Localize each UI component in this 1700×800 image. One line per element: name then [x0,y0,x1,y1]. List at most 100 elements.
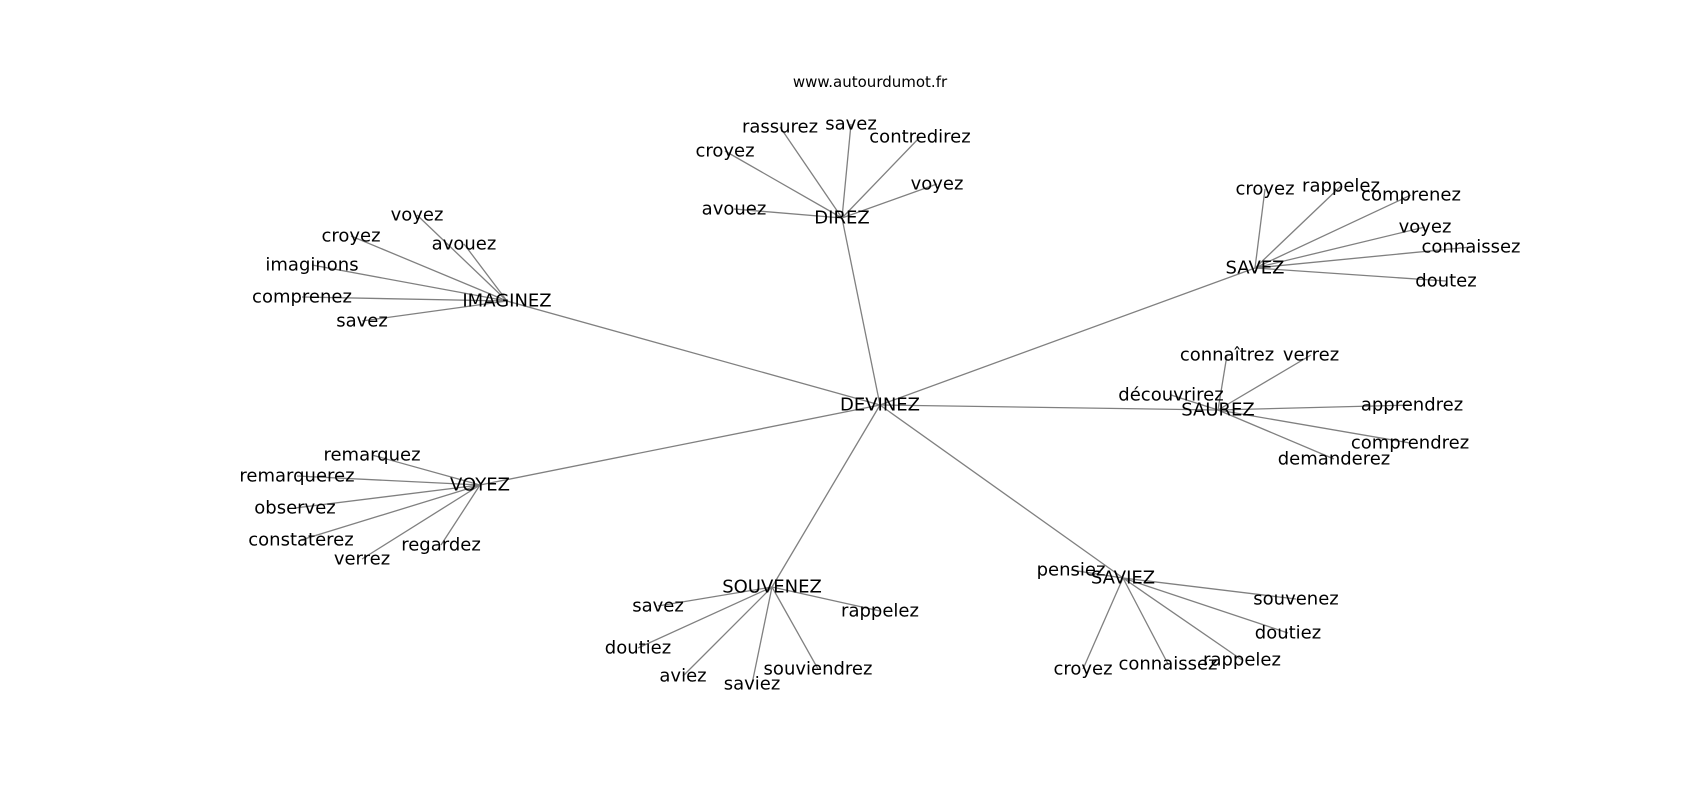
leaf-node-label: doutez [1415,271,1476,292]
edge-center-to-hub [841,217,881,406]
leaf-node-label: croyez [695,141,754,162]
edge-hub-to-leaf [1122,577,1169,665]
edge-hub-to-leaf [771,586,881,612]
edge-center-to-hub [771,404,881,588]
edge-hub-to-leaf [682,586,773,677]
edge-center-to-hub [479,404,881,486]
leaf-node-label: apprendrez [1361,395,1463,416]
edge-hub-to-leaf [1217,409,1335,460]
leaf-node-label: constaterez [248,530,353,551]
edge-hub-to-leaf [841,136,921,219]
edge-hub-to-leaf [1122,577,1243,661]
leaf-node-label: rappelez [1203,650,1281,671]
leaf-node-label: remarquez [323,445,420,466]
edge-hub-to-leaf [300,484,481,541]
edge-hub-to-leaf [637,586,773,649]
graph-labels: DEVINEZ DIREZ rassurez savez croyez contredir… [239,114,1520,695]
leaf-node-label: avouez [432,234,497,255]
center-node-label: DEVINEZ [840,395,920,416]
edge-hub-to-leaf [463,243,508,302]
leaf-node-label: doutiez [605,638,671,659]
leaf-node-label: connaissez [1421,237,1520,258]
edge-hub-to-leaf [733,208,843,219]
edge-hub-to-leaf [1254,188,1266,269]
edge-hub-to-leaf [1217,354,1228,411]
edge-center-to-hub [879,404,1219,411]
leaf-node-label: contredirez [869,127,970,148]
leaf-node-label: souviendrez [764,659,873,680]
hub-node-label: DIREZ [814,208,869,229]
leaf-node-label: connaîtrez [1180,345,1274,366]
leaf-node-label: savez [825,114,877,135]
hub-node-label: SAVIEZ [1091,568,1155,589]
leaf-node-label: rassurez [742,117,818,138]
edge-hub-to-leaf [311,264,508,302]
leaf-node-label: pensiez [1037,560,1106,581]
edge-hub-to-leaf [1254,226,1426,269]
hub-node-label: SOUVENEZ [722,577,822,598]
edge-hub-to-leaf [1254,185,1342,269]
hub-node-label: IMAGINEZ [462,291,551,312]
hub-node-label: SAVEZ [1226,258,1285,279]
edge-hub-to-leaf [751,586,773,685]
edge-hub-to-leaf [416,214,508,302]
leaf-node-label: saviez [724,674,781,695]
leaf-node-label: connaissez [1118,654,1217,675]
leaf-node-label: demanderez [1278,449,1391,470]
leaf-node-label: croyez [321,226,380,247]
edge-hub-to-leaf [350,235,508,302]
edge-hub-to-leaf [657,586,773,607]
source-credit: www.autourdumot.fr [793,73,948,91]
graph-edges [294,123,1472,685]
edge-hub-to-leaf [440,484,481,546]
edge-center-to-hub [506,300,881,406]
edge-hub-to-leaf [301,296,508,302]
leaf-node-label: imaginons [265,255,358,276]
leaf-node-label: découvrirez [1118,385,1223,406]
hub-node-label: VOYEZ [450,475,510,496]
leaf-node-label: voyez [391,205,444,226]
leaf-node-label: croyez [1053,659,1112,680]
edge-hub-to-leaf [296,475,481,486]
edge-hub-to-leaf [779,126,843,219]
leaf-node-label: savez [336,311,388,332]
leaf-node-label: comprenez [252,287,352,308]
leaf-node-label: voyez [1399,217,1452,238]
leaf-node-label: verrez [1283,345,1339,366]
edge-hub-to-leaf [841,183,938,219]
leaf-node-label: avouez [702,199,767,220]
leaf-node-label: remarquerez [239,466,354,487]
edge-hub-to-leaf [371,454,481,486]
leaf-node-label: comprenez [1361,185,1461,206]
edge-hub-to-leaf [771,586,819,670]
edge-hub-to-leaf [1254,246,1472,269]
leaf-node-label: voyez [911,174,964,195]
edge-hub-to-leaf [1254,267,1447,282]
leaf-node-label: doutiez [1255,623,1321,644]
edge-hub-to-leaf [361,484,481,560]
leaf-node-label: rappelez [1302,176,1380,197]
leaf-node-label: observez [254,498,335,519]
edge-hub-to-leaf [841,123,852,219]
edge-hub-to-leaf [1170,394,1219,411]
edge-center-to-hub [879,267,1256,406]
leaf-node-label: rappelez [841,601,919,622]
leaf-node-label: comprendrez [1351,433,1469,454]
edge-hub-to-leaf [1122,577,1289,634]
edge-hub-to-leaf [1122,577,1297,600]
leaf-node-label: aviez [659,666,706,687]
edge-hub-to-leaf [1082,577,1124,670]
leaf-node-label: souvenez [1253,589,1338,610]
leaf-node-label: croyez [1235,179,1294,200]
edge-hub-to-leaf [1070,569,1124,579]
edge-hub-to-leaf [1254,194,1412,269]
edge-hub-to-leaf [1217,409,1411,444]
hub-node-label: SAUREZ [1181,400,1254,421]
edge-hub-to-leaf [1217,354,1312,411]
edge-center-to-hub [879,404,1124,579]
edge-hub-to-leaf [724,150,843,219]
leaf-node-label: savez [632,596,684,617]
edge-hub-to-leaf [361,300,508,322]
leaf-node-label: verrez [334,549,390,570]
